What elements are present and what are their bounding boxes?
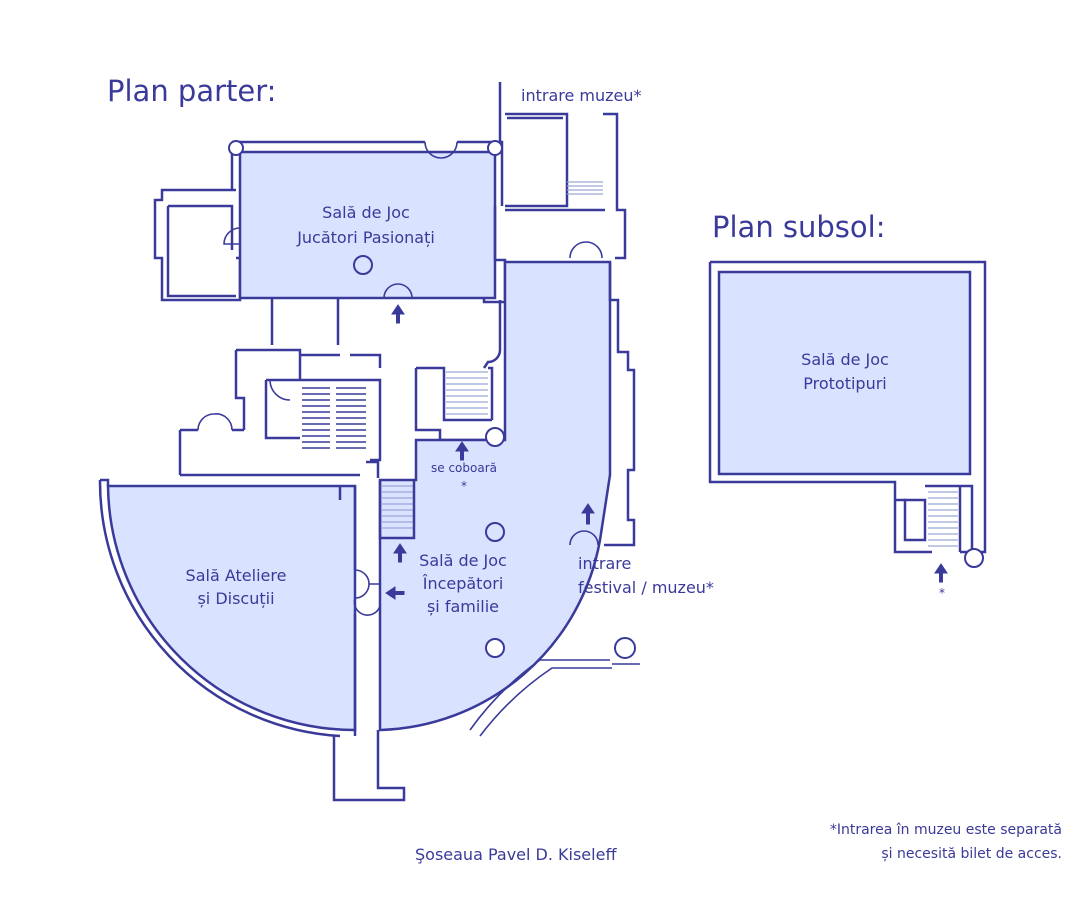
room-label-passionate-line1: Sală de Joc [322,203,410,222]
basement-stairs-walls [903,484,974,554]
room-workshops-discussions[interactable] [106,484,357,732]
arrow-festival-entrance [581,503,595,525]
stairs-ground-left [302,387,330,449]
room-label-beginners-line3: și familie [427,597,499,616]
stairs-ground-right [336,387,366,449]
outdoor-path [469,659,612,737]
label-stairs-down-mark: * [461,479,467,493]
stairs-beginners-west [382,485,414,529]
pillar-beginners-south [485,638,505,658]
heading-ground-floor: Plan parter: [107,74,276,108]
room-passionate-players[interactable] [238,150,497,300]
label-basement-mark: * [939,586,945,600]
arrow-stairs-down [455,441,469,461]
room-label-beginners-line2: Începători [422,574,504,593]
west-corridor-walls [178,428,380,478]
pillar-top-hall-center [353,255,373,275]
door-festival-entrance [569,530,599,546]
outdoor-pillar [614,637,636,659]
room-label-workshops-line2: și Discuții [197,589,274,608]
room-label-passionate-line2: Jucători Pasionați [296,228,435,247]
footnote-line2: și necesită bilet de acces. [881,846,1062,862]
heading-basement: Plan subsol: [712,210,886,244]
pillar-top-hall-ne [487,140,503,156]
museum-entrance-walls [493,82,627,300]
basement-pillar [964,548,984,568]
basement-stairs-steps [928,491,958,547]
room-label-prototypes-line2: Prototipuri [803,374,886,393]
stairs-beginners-frame [378,480,416,540]
ground-floor-plan [98,82,640,802]
door-top-hall-north [424,141,458,159]
door-museum-festival [569,241,603,259]
door-top-hall-south [383,283,413,299]
footnote-line1: *Intrarea în muzeu este separată [830,822,1062,838]
door-top-hall-west [223,227,241,245]
arrow-basement-entrance [934,563,948,583]
label-festival-entrance-line1: intrare [578,554,631,573]
arrow-beginners-stairs [393,543,407,563]
room-label-workshops-line1: Sală Ateliere [186,566,287,585]
east-facade-wall [604,262,636,547]
south-exit-corridor [332,730,406,802]
arrow-to-passionate [391,304,405,324]
pillar-beginners-north [485,427,505,447]
label-museum-entrance: intrare muzeu* [521,86,642,105]
annex-west-walls [153,188,242,302]
museum-entrance-stairs [567,181,603,195]
room-label-beginners-line1: Sală de Joc [419,551,507,570]
room-prototypes[interactable] [717,270,972,476]
basement-plan [708,260,987,583]
door-west-corridor [197,413,233,431]
door-workshops-beginners [353,569,381,616]
stairwell-door [269,379,291,401]
central-stairwell-walls [234,348,382,462]
arrow-to-workshops [385,586,405,600]
workshops-outer-wall [98,478,357,738]
label-stairs-down: se coboară [431,461,497,475]
pillar-beginners-center [485,522,505,542]
street-name: Şoseaua Pavel D. Kiseleff [415,845,617,864]
label-festival-entrance-line2: festival / muzeu* [578,578,714,597]
stairs-down-steps [446,371,488,415]
central-corridor-walls [270,298,505,369]
stairs-down-walls [414,366,494,442]
pillar-top-hall-nw [228,140,244,156]
room-label-prototypes-line1: Sală de Joc [801,350,889,369]
